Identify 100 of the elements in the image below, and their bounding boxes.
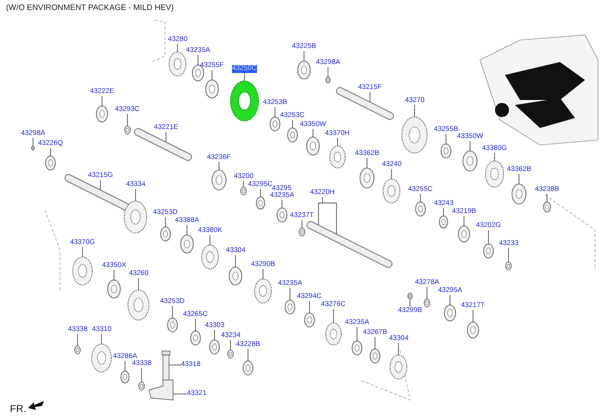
ring-drawing <box>370 348 380 364</box>
ring-drawing <box>270 116 280 132</box>
leader-line <box>420 194 421 202</box>
shaft-drawing <box>134 128 192 161</box>
gear-drawing <box>168 52 186 76</box>
front-label: FR. <box>10 404 26 416</box>
gear-drawing <box>382 178 400 204</box>
ring-drawing <box>212 170 226 190</box>
ring-drawing <box>505 262 512 270</box>
ring-drawing <box>543 202 551 212</box>
ring-drawing <box>512 184 526 204</box>
leader-line <box>262 268 264 280</box>
ring-drawing <box>74 346 81 354</box>
gear-drawing <box>329 146 346 168</box>
leader-line <box>508 248 509 262</box>
ring-drawing <box>298 228 306 236</box>
ring-drawing <box>304 312 315 328</box>
gear-drawing <box>72 256 93 286</box>
ring-drawing <box>138 382 145 390</box>
leader-line <box>165 216 166 228</box>
ring-drawing <box>326 76 330 84</box>
leader-line <box>32 138 34 146</box>
leader-line <box>337 138 338 146</box>
leader-line <box>77 334 78 346</box>
leader-line <box>414 104 415 118</box>
ring-drawing <box>360 168 374 188</box>
leader-line <box>243 180 244 188</box>
leader-line <box>494 152 495 162</box>
ring-drawing <box>462 150 478 172</box>
leader-line <box>333 308 334 324</box>
leader-line <box>195 318 196 332</box>
leader-line <box>100 180 101 190</box>
ring-drawing <box>256 196 266 210</box>
diagram-title: (W/O ENVIRONMENT PACKAGE - MILD HEV) <box>6 3 174 13</box>
ring-drawing <box>96 106 108 122</box>
leader-line <box>391 168 392 180</box>
ring-drawing <box>120 370 130 384</box>
ring-drawing <box>45 156 56 170</box>
leader-line <box>274 106 276 118</box>
leader-line <box>398 342 399 356</box>
ring-drawing <box>415 202 426 216</box>
leader-line <box>172 306 173 318</box>
leader-line <box>101 334 102 344</box>
ring-drawing <box>276 208 288 222</box>
leader-line <box>244 72 245 82</box>
gear-drawing <box>128 290 150 320</box>
leader-line <box>546 194 548 202</box>
ring-drawing <box>458 226 470 242</box>
gear-drawing <box>124 200 148 234</box>
gear-drawing <box>390 354 408 380</box>
leader-line <box>318 196 337 234</box>
leader-line <box>177 44 178 52</box>
leader-line <box>518 174 520 184</box>
bolt-drawing <box>162 350 170 382</box>
ring-drawing <box>242 360 254 376</box>
leader-line <box>312 128 314 138</box>
ring-drawing <box>240 186 247 196</box>
leader-line <box>230 340 231 350</box>
ring-drawing <box>160 226 171 242</box>
gear-drawing <box>254 278 272 304</box>
leader-line <box>235 254 236 268</box>
ring-drawing <box>352 340 362 356</box>
leader-line <box>309 300 310 314</box>
ring-drawing <box>167 318 178 332</box>
leader-line <box>374 336 376 350</box>
leader-line <box>82 246 83 258</box>
ring-drawing <box>287 128 298 142</box>
leader-line <box>127 114 128 126</box>
ring-drawing <box>483 244 494 258</box>
gear-drawing <box>201 244 219 270</box>
leader-line <box>141 368 142 382</box>
leader-line <box>214 330 215 340</box>
leader-line <box>443 208 444 216</box>
ring-drawing <box>31 146 35 150</box>
leader-line <box>138 278 139 290</box>
gear-drawing <box>325 322 342 346</box>
leader-line <box>50 148 51 156</box>
leader-line <box>356 326 358 342</box>
ring-drawing <box>424 298 430 308</box>
gear-drawing <box>402 116 428 154</box>
leader-line <box>168 364 182 366</box>
ring-drawing <box>438 216 448 228</box>
ring-drawing <box>180 234 194 254</box>
ring-drawing <box>297 60 311 80</box>
ring-drawing <box>284 300 296 314</box>
gear-drawing <box>91 344 112 372</box>
leader-line <box>366 158 368 168</box>
leader-line <box>426 286 428 300</box>
ring-drawing <box>444 304 456 322</box>
pipe-fitting-drawing <box>148 380 174 400</box>
leader-line <box>186 224 188 236</box>
gear-drawing <box>485 160 504 188</box>
leader-line <box>488 230 489 244</box>
ring-drawing <box>408 292 412 300</box>
ring-drawing <box>228 266 242 286</box>
leader-line <box>124 360 126 372</box>
ring-drawing <box>227 350 234 358</box>
shaft-drawing <box>306 221 392 268</box>
ring-drawing <box>124 126 131 134</box>
ring-drawing <box>107 280 121 298</box>
